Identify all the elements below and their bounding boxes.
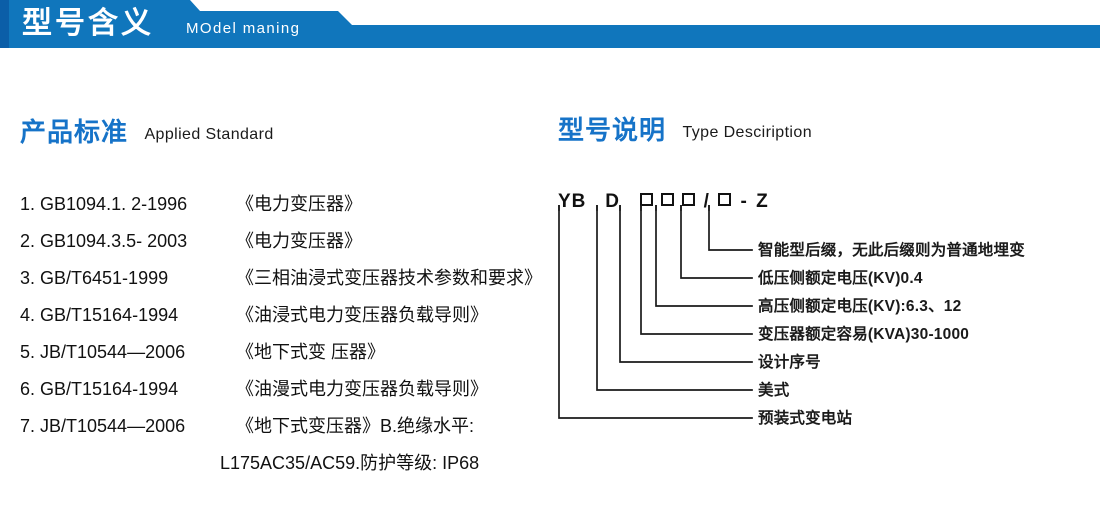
banner-left-accent-bar	[0, 0, 9, 48]
list-item: 1. GB1094.1. 2-1996 《电力变压器》	[20, 190, 550, 227]
standard-title: 《电力变压器》	[236, 231, 362, 251]
type-description-heading: 型号说明 Type Desciription	[558, 110, 812, 147]
code-dash: -	[740, 191, 748, 212]
list-item: 3. GB/T6451-1999 《三相油浸式变压器技术参数和要求》	[20, 264, 550, 301]
code-placeholder-box-2	[661, 193, 675, 206]
standards-list: 1. GB1094.1. 2-1996 《电力变压器》 2. GB1094.3.…	[20, 190, 550, 486]
standard-title: 《三相油浸式变压器技术参数和要求》	[236, 268, 542, 288]
page-header-banner: 型号含义 MOdel maning	[0, 0, 1100, 55]
standard-code: 6. GB/T15164-1994	[20, 379, 179, 399]
list-item: 5. JB/T10544—2006 《地下式变 压器》	[20, 338, 550, 375]
standard-code: 1. GB1094.1. 2-1996	[20, 194, 188, 214]
callout-label-3: 高压侧额定电压(KV):6.3、12	[758, 298, 962, 315]
callout-label-4: 变压器额定容易(KVA)30-1000	[758, 326, 970, 343]
banner-background-shape	[0, 0, 1100, 48]
list-item: 2. GB1094.3.5- 2003 《电力变压器》	[20, 227, 550, 264]
code-segment-yb: YB	[558, 191, 587, 212]
code-segment-d: D	[605, 191, 620, 212]
callout-label-2: 低压侧额定电压(KV)0.4	[758, 270, 923, 287]
standard-title: 《油漫式电力变压器负载导则》	[236, 379, 488, 399]
callout-label-6: 美式	[758, 382, 790, 399]
callout-label-list: 智能型后缀，无此后缀则为普通地埋变 低压侧额定电压(KV)0.4 高压侧额定电压…	[758, 237, 1025, 433]
standard-code: 5. JB/T10544—2006	[20, 342, 186, 362]
standard-continuation-line: L175AC35/AC59.防护等级: IP68	[220, 453, 480, 473]
list-item: 6. GB/T15164-1994 《油漫式电力变压器负载导则》	[20, 375, 550, 412]
model-code-string: YB D / - Z	[558, 191, 769, 213]
callout-label-5: 设计序号	[758, 354, 821, 371]
callout-label-7: 预装式变电站	[758, 410, 853, 427]
callout-label-1: 智能型后缀，无此后缀则为普通地埋变	[758, 242, 1025, 259]
standards-heading-en: Applied Standard	[144, 126, 274, 143]
standard-code: 7. JB/T10544—2006	[20, 416, 186, 436]
standard-code: 4. GB/T15164-1994	[20, 305, 179, 325]
type-heading-cn: 型号说明	[558, 115, 667, 145]
type-heading-en: Type Desciription	[682, 124, 812, 141]
standard-title: 《油浸式电力变压器负载导则》	[236, 305, 488, 325]
code-slash: /	[703, 191, 710, 212]
banner-title-en: MOdel maning	[186, 20, 301, 37]
standard-title: 《电力变压器》	[236, 194, 362, 214]
code-placeholder-box-3	[682, 193, 696, 206]
standard-title: 《地下式变 压器》	[236, 342, 386, 362]
standards-heading-cn: 产品标准	[20, 117, 129, 147]
standards-section-heading: 产品标准 Applied Standard	[20, 112, 274, 149]
code-segment-z: Z	[756, 191, 769, 212]
code-placeholder-box-1	[639, 193, 653, 206]
standard-code: 3. GB/T6451-1999	[20, 268, 169, 288]
standard-title: 《地下式变压器》B.绝缘水平:	[236, 416, 475, 436]
list-item: 7. JB/T10544—2006 《地下式变压器》B.绝缘水平:	[20, 412, 550, 449]
standard-code: 2. GB1094.3.5- 2003	[20, 231, 188, 251]
list-item: 4. GB/T15164-1994 《油浸式电力变压器负载导则》	[20, 301, 550, 338]
banner-title-cn: 型号含义	[22, 7, 154, 40]
code-placeholder-box-4	[718, 193, 732, 206]
callout-leader-lines	[545, 204, 765, 440]
